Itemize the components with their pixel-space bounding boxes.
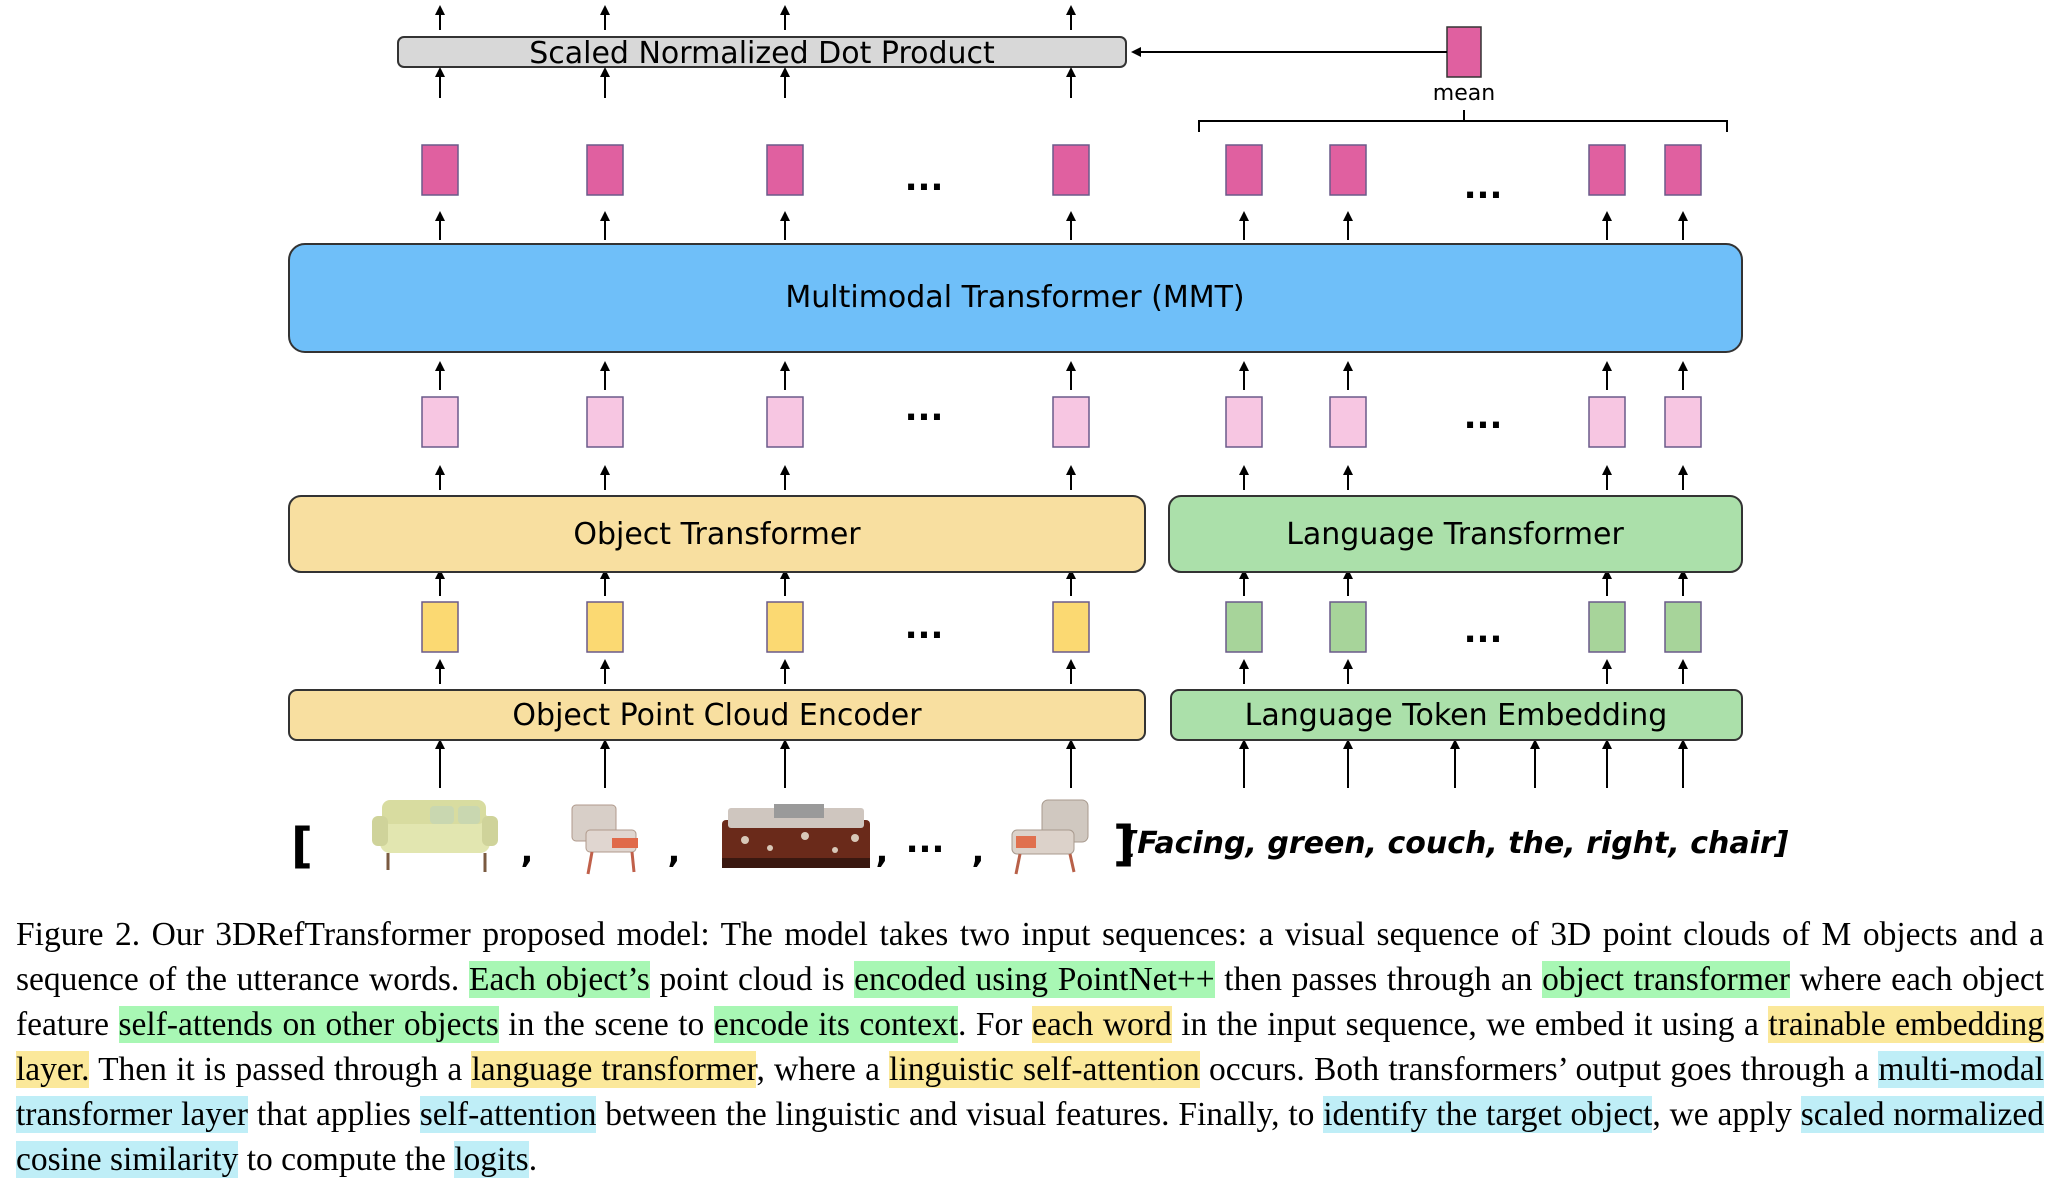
mmt-input-token	[1225, 396, 1263, 448]
caption-highlight: encoded using PointNet++	[854, 961, 1215, 998]
mean-token	[1446, 26, 1482, 78]
caption-text: to compute the	[238, 1141, 455, 1178]
caption-text: , we apply	[1652, 1096, 1801, 1133]
language-transformer-block	[1168, 495, 1743, 573]
caption-highlight: self-attention	[419, 1096, 597, 1133]
mmt-input-token	[1329, 396, 1367, 448]
mmt-output-token	[586, 144, 624, 196]
caption-highlight: each word	[1031, 1006, 1172, 1043]
mmt-label: Multimodal Transformer (MMT)	[785, 280, 1244, 315]
input-comma-1: ,	[521, 831, 534, 871]
caption-text: Then it is passed through a	[89, 1051, 472, 1088]
input-comma-4: ,	[972, 831, 985, 871]
caption-highlight: language transformer	[471, 1051, 757, 1088]
language-feature-token	[1329, 601, 1367, 653]
open-bracket: [	[291, 818, 313, 874]
mmt-output-token	[1052, 144, 1090, 196]
mmt-output-token	[1664, 144, 1702, 196]
caption-text: , where a	[756, 1051, 890, 1088]
chair-point-cloud-image-1	[571, 804, 638, 875]
object-sequence-ellipsis: ...	[905, 607, 944, 647]
language-transformer-label: Language Transformer	[1286, 517, 1624, 552]
token-columns: ..................	[421, 144, 1702, 788]
caption-text: . For	[958, 1006, 1032, 1043]
object-transformer-block	[288, 495, 1146, 573]
mmt-block	[288, 243, 1743, 353]
token-embedding-block	[1170, 689, 1743, 741]
sofa-point-cloud-image	[372, 800, 498, 872]
mmt-input-token	[766, 396, 804, 448]
object-encoder-label: Object Point Cloud Encoder	[512, 698, 922, 733]
mmt-output-token	[1225, 144, 1263, 196]
caption-highlight: logits	[454, 1141, 529, 1178]
mmt-input-token	[586, 396, 624, 448]
mmt-input-token	[1664, 396, 1702, 448]
caption-text: .	[528, 1141, 538, 1178]
input-ellipsis: ...	[906, 821, 945, 861]
mmt-input-token	[1588, 396, 1626, 448]
caption-highlight: Each object’s	[468, 961, 650, 998]
dot-product-label: Scaled Normalized Dot Product	[529, 36, 995, 71]
close-bracket: ]	[1113, 816, 1135, 872]
caption-text: that applies	[248, 1096, 420, 1133]
object-sequence-ellipsis: ...	[905, 389, 944, 429]
caption-text: between the linguistic and visual featur…	[596, 1096, 1324, 1133]
mmt-output-token	[766, 144, 804, 196]
mean-brace	[1198, 110, 1728, 132]
language-feature-token	[1664, 601, 1702, 653]
mmt-input-token	[421, 396, 459, 448]
input-comma-2: ,	[668, 831, 681, 871]
object-encoder-block	[288, 689, 1146, 741]
caption-text: where each object feature	[16, 961, 2044, 1043]
input-comma-3: ,	[876, 831, 889, 871]
caption-text: occurs. Both transformers’ output goes t…	[1199, 1051, 1879, 1088]
mmt-output-token	[1588, 144, 1626, 196]
chair-point-cloud-image-2	[1011, 799, 1089, 875]
mmt-input-token	[1052, 396, 1090, 448]
caption-text: point cloud is	[649, 961, 855, 998]
caption-highlight: encode its context	[713, 1006, 958, 1043]
mmt-output-token	[421, 144, 459, 196]
caption-highlight: linguistic self-attention	[889, 1051, 1200, 1088]
object-sequence-ellipsis: ...	[905, 159, 944, 199]
caption-text: then passes through an	[1214, 961, 1543, 998]
caption-text: in the input sequence, we embed it using…	[1171, 1006, 1769, 1043]
language-sequence-ellipsis: ...	[1464, 397, 1503, 437]
dot-product-block	[397, 36, 1127, 68]
caption-highlight: self-attends on other objects	[118, 1006, 499, 1043]
caption-highlight: object transformer	[1542, 961, 1790, 998]
object-transformer-label: Object Transformer	[573, 517, 861, 552]
language-feature-token	[1588, 601, 1626, 653]
object-feature-token	[766, 601, 804, 653]
object-feature-token	[586, 601, 624, 653]
object-feature-token	[421, 601, 459, 653]
language-sequence-ellipsis: ...	[1464, 167, 1503, 207]
caption-text: Figure 2. Our 3DRefTransformer proposed …	[16, 916, 2044, 998]
mmt-output-token	[1329, 144, 1367, 196]
figure-caption: Figure 2. Our 3DRefTransformer proposed …	[16, 912, 2044, 1182]
caption-highlight: identify the target object	[1323, 1096, 1653, 1133]
output-arrows	[435, 5, 1076, 98]
caption-text: in the scene to	[498, 1006, 714, 1043]
table-point-cloud-image	[722, 804, 870, 868]
mean-label: mean	[1433, 81, 1495, 106]
utterance-sequence: [Facing, green, couch, the, right, chair…	[1123, 826, 1789, 861]
language-feature-token	[1225, 601, 1263, 653]
architecture-diagram: Scaled Normalized Dot Product mean .....…	[288, 5, 1789, 875]
object-feature-token	[1052, 601, 1090, 653]
language-sequence-ellipsis: ...	[1464, 611, 1503, 651]
token-embedding-label: Language Token Embedding	[1245, 698, 1668, 733]
